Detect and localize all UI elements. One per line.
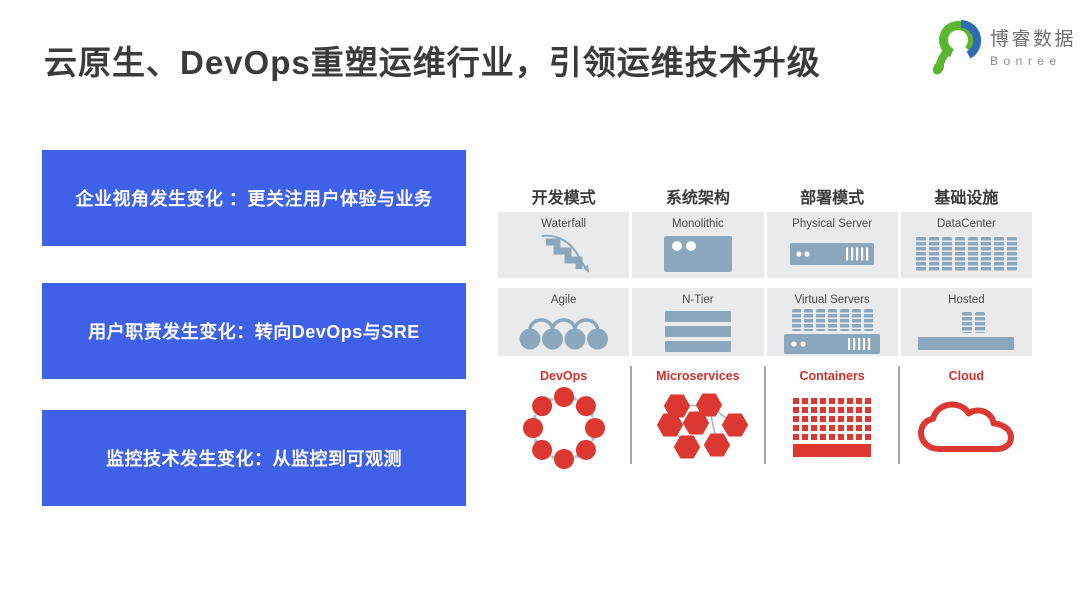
agile-icon bbox=[498, 307, 629, 356]
table-cell-waterfall: Waterfall bbox=[498, 212, 630, 278]
point-card-monitoring-tech: 监控技术发生变化：从监控到可观测 bbox=[42, 410, 466, 506]
containers-base-bar bbox=[793, 444, 872, 458]
table-cell-datacenter: DataCenter bbox=[900, 212, 1032, 278]
rack bbox=[791, 308, 801, 331]
rack bbox=[974, 312, 985, 334]
table-cell-virtual-servers: Virtual Servers bbox=[766, 288, 898, 356]
cloud-icon bbox=[901, 384, 1032, 472]
rack bbox=[980, 237, 991, 272]
datacenter-racks bbox=[915, 237, 1017, 272]
rack bbox=[803, 308, 813, 331]
virtual-racks bbox=[791, 308, 873, 331]
virtual-servers-icon bbox=[767, 307, 898, 356]
datacenter-icon bbox=[901, 231, 1032, 278]
monolithic-icon bbox=[632, 231, 763, 278]
slide-title: 云原生、DevOps重塑运维行业，引领运维技术升级 bbox=[44, 44, 821, 81]
rack bbox=[851, 308, 861, 331]
table-cell-containers: Containers bbox=[767, 364, 898, 472]
cell-label: Microservices bbox=[656, 369, 740, 383]
cell-label: DevOps bbox=[540, 369, 588, 383]
separator-line bbox=[898, 366, 900, 464]
table-header-row: 开发模式 系统架构 部署模式 基础设施 bbox=[498, 184, 1032, 208]
rack bbox=[839, 308, 849, 331]
point-card-enterprise-view: 企业视角发生变化 ：更关注用户体验与业务 bbox=[42, 150, 466, 246]
company-logo: 博睿数据 Bonree bbox=[928, 16, 1076, 83]
rack bbox=[863, 308, 873, 331]
containers-grid bbox=[793, 398, 872, 441]
devops-cycle-icon bbox=[498, 384, 629, 472]
cell-label: DataCenter bbox=[936, 218, 996, 230]
containers-stack bbox=[793, 398, 872, 458]
cell-label: Cloud bbox=[948, 369, 985, 383]
table-cell-monolithic: Monolithic bbox=[632, 212, 764, 278]
hosted-platform-bar bbox=[918, 337, 1015, 351]
cell-label: Hosted bbox=[948, 294, 985, 306]
point-label: 监控技术发生变化：从监控到可观测 bbox=[106, 449, 402, 469]
cell-label: Physical Server bbox=[792, 218, 873, 230]
comparison-table: 开发模式 系统架构 部署模式 基础设施 Waterfall Monolithic bbox=[498, 184, 1032, 472]
logo-company-name: 博睿数据 bbox=[990, 29, 1077, 50]
point-card-user-roles: 用户职责发生变化：转向DevOps与SRE bbox=[42, 283, 466, 379]
cell-label: Waterfall bbox=[541, 218, 587, 230]
tier-bar bbox=[664, 325, 731, 337]
point-label: 用户职责发生变化：转向DevOps与SRE bbox=[88, 322, 420, 342]
table-row-transitional: Agile N-Tier bbox=[498, 288, 1032, 356]
column-header-architecture: 系统架构 bbox=[665, 190, 730, 207]
cell-label: N-Tier bbox=[682, 294, 714, 306]
physical-server-icon bbox=[767, 231, 898, 278]
rack bbox=[1006, 237, 1017, 272]
table-cell-microservices: Microservices bbox=[632, 364, 763, 472]
bonree-logo-icon bbox=[928, 16, 982, 83]
tier-bar bbox=[664, 340, 731, 352]
cell-label: Agile bbox=[550, 294, 577, 306]
table-cell-cloud: Cloud bbox=[901, 364, 1032, 472]
microservices-icon bbox=[632, 384, 763, 472]
rack bbox=[954, 237, 965, 272]
cell-label: Virtual Servers bbox=[794, 294, 870, 306]
rack bbox=[967, 237, 978, 272]
rack bbox=[993, 237, 1004, 272]
tier-bar bbox=[664, 310, 731, 322]
column-header-dev-model: 开发模式 bbox=[531, 190, 596, 207]
rack bbox=[928, 237, 939, 272]
cell-label: Containers bbox=[799, 369, 865, 383]
table-cell-devops: DevOps bbox=[498, 364, 629, 472]
logo-latin-name: Bonree bbox=[990, 54, 1062, 68]
table-cell-hosted: Hosted bbox=[900, 288, 1032, 356]
containers-icon bbox=[767, 384, 898, 472]
column-header-deploy-model: 部署模式 bbox=[800, 190, 865, 207]
host-server-graphic bbox=[784, 333, 881, 354]
column-header-infrastructure: 基础设施 bbox=[934, 190, 999, 207]
n-tier-icon bbox=[632, 307, 763, 356]
waterfall-icon bbox=[498, 231, 629, 278]
rack bbox=[941, 237, 952, 272]
cell-label: Monolithic bbox=[671, 218, 724, 230]
logo-text: 博睿数据 Bonree bbox=[990, 16, 1076, 68]
table-cell-physical-server: Physical Server bbox=[766, 212, 898, 278]
table-row-cloud-native: DevOps bbox=[498, 364, 1032, 472]
hosted-icon bbox=[901, 307, 1032, 356]
n-tier-bars bbox=[664, 310, 731, 352]
point-label: 企业视角发生变化 ：更关注用户体验与业务 bbox=[75, 189, 433, 209]
rack bbox=[915, 237, 926, 272]
separator-line bbox=[764, 366, 766, 464]
rack bbox=[815, 308, 825, 331]
rack bbox=[827, 308, 837, 331]
separator-line bbox=[630, 366, 632, 464]
table-cell-n-tier: N-Tier bbox=[632, 288, 764, 356]
hosted-racks bbox=[961, 312, 985, 334]
table-cell-agile: Agile bbox=[498, 288, 630, 356]
rack bbox=[961, 312, 972, 334]
hosted-stack bbox=[918, 312, 1015, 351]
virtual-servers-stack bbox=[784, 308, 881, 354]
table-row-traditional: Waterfall Monolithic bbox=[498, 212, 1032, 278]
